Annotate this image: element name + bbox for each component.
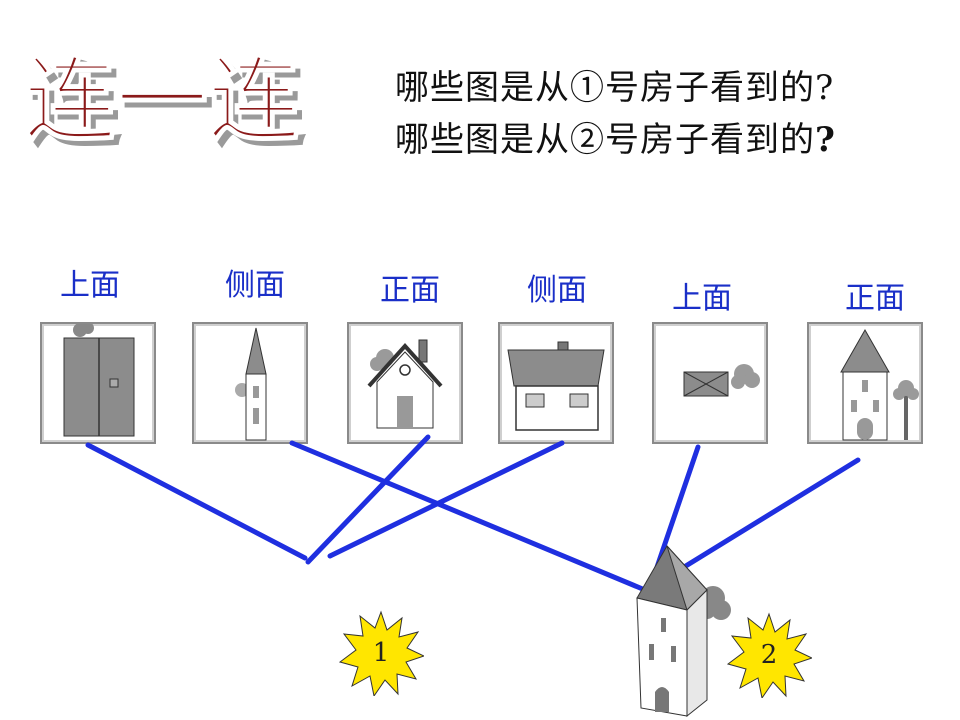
line-card2	[289, 440, 648, 593]
question-2-text: 哪些图是从②号房子看到的	[395, 120, 815, 160]
label-view-6: 正面	[845, 281, 905, 316]
house-top-view-image	[683, 364, 760, 397]
roof-top-view-image	[63, 324, 135, 437]
house-2-badge: 2	[726, 612, 814, 700]
house-front-view-image	[367, 339, 443, 429]
star-burst-icon	[726, 612, 814, 700]
line-card1	[85, 442, 308, 561]
view-card-4[interactable]	[498, 322, 614, 444]
title-shadow: 连一连	[30, 52, 306, 160]
view-card-3[interactable]	[347, 322, 463, 444]
line-card4	[327, 440, 565, 559]
view-card-6[interactable]	[807, 322, 923, 444]
house-2-illustration	[636, 545, 731, 718]
question-1: 哪些图是从①号房子看到的?	[395, 60, 834, 109]
star-burst-icon	[338, 610, 426, 698]
label-view-5: 上面	[672, 281, 732, 316]
house-side-view-image	[507, 341, 605, 431]
question-1-mark: ?	[815, 68, 835, 108]
line-card3	[305, 434, 431, 565]
house-2-number: 2	[760, 640, 778, 670]
label-view-2: 侧面	[225, 268, 285, 303]
view-card-5[interactable]	[652, 322, 768, 444]
title-art: 连一连 连一连	[23, 45, 306, 160]
house-1-badge: 1	[338, 610, 426, 698]
label-view-3: 正面	[380, 273, 440, 308]
tower-side-view-image	[235, 327, 267, 441]
page-title: 连一连	[24, 46, 300, 154]
tower-front-view-image	[840, 328, 919, 441]
question-2-mark: ?	[815, 120, 836, 160]
question-2: 哪些图是从②号房子看到的?	[395, 112, 836, 161]
label-view-1: 上面	[60, 268, 120, 303]
question-1-text: 哪些图是从①号房子看到的	[395, 68, 815, 108]
view-card-1[interactable]	[40, 322, 156, 444]
label-view-4: 侧面	[527, 273, 587, 308]
view-card-2[interactable]	[192, 322, 308, 444]
house-1-number: 1	[372, 638, 390, 668]
